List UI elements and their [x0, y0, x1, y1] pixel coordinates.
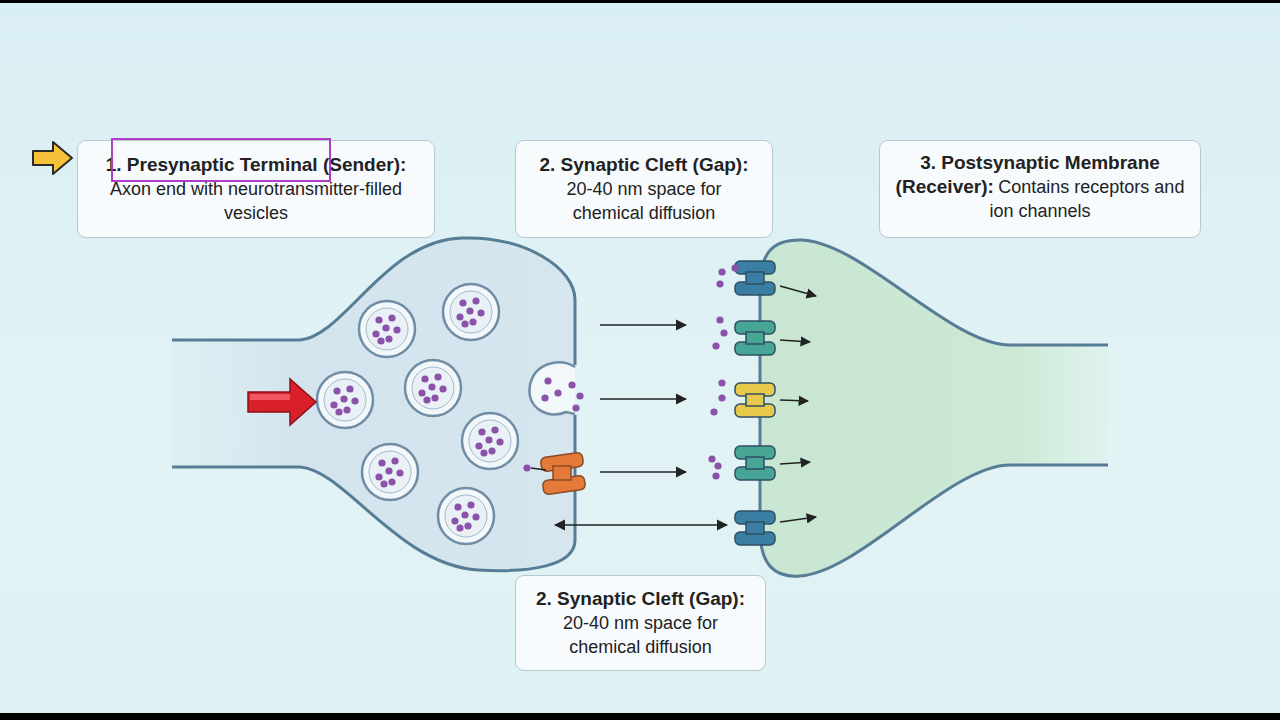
vesicle — [462, 413, 518, 469]
body-text: 20-40 nm space for chemical diffusion — [531, 611, 751, 659]
frame-bar — [0, 0, 1280, 3]
body-text: 20-40 nm space for chemical diffusion — [534, 177, 754, 225]
receptor — [735, 321, 775, 355]
postsynaptic-fill — [760, 240, 1108, 576]
label-box: 2. Synaptic Cleft (Gap):20-40 nm space f… — [515, 140, 773, 238]
receptor — [735, 261, 775, 295]
pointer-arrow — [248, 379, 316, 425]
receptor — [735, 511, 775, 545]
cleft-width-arrow — [555, 524, 727, 526]
postsynaptic-membrane — [760, 240, 1108, 576]
pointer-arrow — [33, 142, 72, 174]
vesicle — [317, 372, 373, 428]
reuptake-line — [531, 468, 546, 470]
vesicle — [443, 284, 499, 340]
label-box: 2. Synaptic Cleft (Gap):20-40 nm space f… — [515, 575, 766, 671]
body-text: Contains receptors and ion channels — [989, 177, 1184, 221]
vesicle — [359, 301, 415, 357]
heading-text: 2. Synaptic Cleft (Gap): — [536, 587, 745, 611]
body-text: Axon end with neurotransmitter-filled ve… — [106, 177, 406, 225]
label-box: 1. Presynaptic Terminal (Sender):Axon en… — [77, 140, 435, 238]
neurotransmitter — [541, 394, 548, 401]
neurotransmitter — [523, 464, 530, 471]
presynaptic-fill — [172, 238, 575, 571]
receptor — [735, 383, 775, 417]
receptor — [735, 446, 775, 480]
fusing-vesicle — [530, 363, 575, 415]
neurotransmitter-group — [708, 264, 738, 479]
neurotransmitter — [572, 404, 579, 411]
label-box: 3. Postsynaptic Membrane (Receiver): Con… — [879, 140, 1201, 238]
heading-text: 1. Presynaptic Terminal (Sender): — [106, 153, 407, 177]
presynaptic-membrane — [172, 238, 575, 571]
reuptake-channel — [540, 452, 586, 495]
frame-bar — [0, 713, 1280, 720]
heading-text: 2. Synaptic Cleft (Gap): — [539, 153, 748, 177]
neurotransmitter — [568, 381, 575, 388]
neurotransmitter — [554, 389, 561, 396]
ion-flow-arrows — [780, 286, 816, 522]
neurotransmitter — [544, 377, 551, 384]
vesicle — [438, 488, 494, 544]
vesicle — [362, 444, 418, 500]
vesicle — [405, 360, 461, 416]
diffusion-arrows — [600, 325, 686, 472]
neurotransmitter — [576, 392, 583, 399]
